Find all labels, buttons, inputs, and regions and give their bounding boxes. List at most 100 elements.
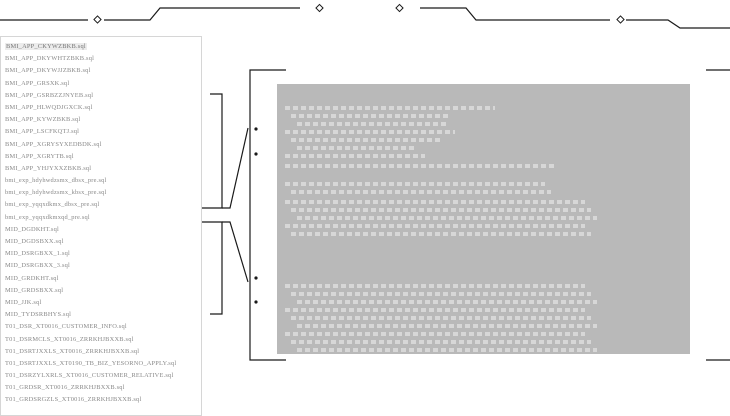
file-name: bmi_exp_hdyhwdzsmx_kbsx_pre.sql xyxy=(5,189,107,197)
diamond-marker xyxy=(93,15,102,24)
code-line-placeholder xyxy=(285,332,585,336)
code-preview-panel xyxy=(277,84,690,354)
file-list-item[interactable]: bmi_exp_yqqxdkmx_dbsx_pre.sql xyxy=(1,199,201,211)
file-name: T01_DSRMCLS_XT0016_ZRRKHJBXXB.sql xyxy=(5,335,134,343)
bracket-top xyxy=(200,93,223,209)
node-dot xyxy=(254,300,258,304)
code-line-placeholder xyxy=(291,232,591,236)
file-list-item[interactable]: BMI_APP_XGRYTB.sql xyxy=(1,151,201,163)
diamond-marker xyxy=(395,3,404,13)
code-line-placeholder xyxy=(285,130,455,134)
node-dot xyxy=(254,152,258,156)
file-name: BMI_APP_DKYWJJZBKB.sql xyxy=(5,67,91,75)
file-name: MID_GRDSBXX.sql xyxy=(5,286,64,294)
code-line-placeholder xyxy=(285,224,585,228)
code-line-placeholder xyxy=(297,300,597,304)
file-name: MID_TYDSRBHYS.sql xyxy=(5,311,72,319)
code-line-placeholder xyxy=(285,106,495,110)
file-name: MID_JJK.sql xyxy=(5,298,42,306)
file-name: BMI_APP_XGRYTB.sql xyxy=(5,152,74,160)
file-name: T01_GRDSR_XT0016_ZRRKHJBXXB.sql xyxy=(5,384,125,392)
file-name: BMI_APP_DKYWHTZBKB.sql xyxy=(5,55,95,63)
code-line-placeholder xyxy=(285,164,555,168)
connector-upper xyxy=(222,127,249,209)
top-border-center xyxy=(420,7,610,21)
file-list-item[interactable]: MID_DGDSBXX.sql xyxy=(1,236,201,248)
file-list-item[interactable]: MID_DSRGBXX_1.sql xyxy=(1,248,201,260)
code-line-placeholder xyxy=(291,340,591,344)
file-name: T01_DSRTJXXLS_XT0016_ZRRKHJBXXB.sql xyxy=(5,347,140,355)
file-list-item[interactable]: T01_GRDSRGZLS_XT0016_ZRRKHJBXXB.sql xyxy=(1,394,201,406)
file-list-item[interactable]: bmi_exp_hdyhwdzsmx_dbsx_pre.sql xyxy=(1,175,201,187)
file-name: bmi_exp_yqqxdkmxqd_pre.sql xyxy=(5,213,90,221)
node-dot xyxy=(254,127,258,131)
code-frame-left xyxy=(249,69,286,361)
file-list-item[interactable]: bmi_exp_hdyhwdzsmx_kbsx_pre.sql xyxy=(1,187,201,199)
file-list-item[interactable]: MID_DSRGBXX_3.sql xyxy=(1,260,201,272)
code-line-placeholder xyxy=(291,292,591,296)
code-line-placeholder xyxy=(291,208,591,212)
file-list-item[interactable]: T01_GRDSR_XT0016_ZRRKHJBXXB.sql xyxy=(1,382,201,394)
file-list-item[interactable]: T01_DSRZYLXRLS_XT0016_CUSTOMER_RELATIVE.… xyxy=(1,370,201,382)
file-name: BMI_APP_GRSXK.sql xyxy=(5,79,70,87)
code-line-placeholder xyxy=(285,284,585,288)
file-list-item[interactable]: MID_JJK.sql xyxy=(1,297,201,309)
file-list-item[interactable]: MID_TYDSRBHYS.sql xyxy=(1,309,201,321)
file-list-item[interactable]: BMI_APP_DKYWJJZBKB.sql xyxy=(1,65,201,77)
file-name: bmi_exp_hdyhwdzsmx_dbsx_pre.sql xyxy=(5,177,107,185)
top-border-left-step xyxy=(104,7,300,21)
code-line-placeholder xyxy=(285,200,585,204)
file-list-item[interactable]: T01_DSRTJXXLS_XT0190_TB_BIZ_YESORNO_APPL… xyxy=(1,358,201,370)
file-list-item[interactable]: BMI_APP_HLWQDJGXCK.sql xyxy=(1,102,201,114)
code-line-placeholder xyxy=(291,190,551,194)
file-name: MID_DSRGBXX_1.sql xyxy=(5,250,71,258)
file-list-item[interactable]: BMI_APP_KYWZBKB.sql xyxy=(1,114,201,126)
file-list-item[interactable]: BMI_APP_LSCFKQTJ.sql xyxy=(1,126,201,138)
file-name: BMI_APP_LSCFKQTJ.sql xyxy=(5,128,80,136)
file-list-item[interactable]: T01_DSR_XT0016_CUSTOMER_INFO.sql xyxy=(1,321,201,333)
file-name: MID_GRDKHT.sql xyxy=(5,274,59,282)
file-name: BMI_APP_YHJYXXZBKB.sql xyxy=(5,164,92,172)
file-name: MID_DGDKHT.sql xyxy=(5,225,59,233)
code-line-placeholder xyxy=(297,324,597,328)
file-name: MID_DSRGBXX_3.sql xyxy=(5,262,71,270)
code-line-placeholder xyxy=(285,308,585,312)
code-line-placeholder xyxy=(291,114,451,118)
file-name: bmi_exp_yqqxdkmx_dbsx_pre.sql xyxy=(5,201,100,209)
file-list-item[interactable]: T01_DSRMCLS_XT0016_ZRRKHJBXXB.sql xyxy=(1,334,201,346)
file-name: BMI_APP_GSRBZZJNYEB.sql xyxy=(5,91,94,99)
file-name: T01_DSR_XT0016_CUSTOMER_INFO.sql xyxy=(5,323,127,331)
top-border-right xyxy=(626,19,730,29)
file-name: BMI_APP_CKYWZBKB.sql xyxy=(5,43,87,50)
file-list-item[interactable]: BMI_APP_XGRYSYXEDBDK.sql xyxy=(1,139,201,151)
code-line-placeholder xyxy=(285,182,545,186)
code-line-placeholder xyxy=(297,122,447,126)
file-name: BMI_APP_XGRYSYXEDBDK.sql xyxy=(5,140,102,148)
file-list-item[interactable]: BMI_APP_YHJYXXZBKB.sql xyxy=(1,163,201,175)
code-line-placeholder xyxy=(297,216,597,220)
file-list-item[interactable]: MID_DGDKHT.sql xyxy=(1,224,201,236)
file-name: MID_DGDSBXX.sql xyxy=(5,238,64,245)
file-list-item[interactable]: BMI_APP_GRSXK.sql xyxy=(1,78,201,90)
code-line-placeholder xyxy=(285,154,425,158)
file-list-item[interactable]: MID_GRDKHT.sql xyxy=(1,273,201,285)
file-list-item[interactable]: BMI_APP_CKYWZBKB.sql xyxy=(1,41,201,53)
code-line-placeholder xyxy=(297,146,417,150)
file-name: T01_DSRTJXXLS_XT0190_TB_BIZ_YESORNO_APPL… xyxy=(5,359,177,367)
file-name: BMI_APP_HLWQDJGXCK.sql xyxy=(5,103,93,111)
code-line-placeholder xyxy=(291,316,591,320)
node-dot xyxy=(254,276,258,280)
diamond-marker xyxy=(616,15,625,24)
file-list-item[interactable]: BMI_APP_GSRBZZJNYEB.sql xyxy=(1,90,201,102)
code-line-placeholder xyxy=(291,138,441,142)
file-list-item[interactable]: MID_GRDSBXX.sql xyxy=(1,285,201,297)
file-list-item[interactable]: T01_DSRTJXXLS_XT0016_ZRRKHJBXXB.sql xyxy=(1,346,201,358)
file-name: T01_DSRZYLXRLS_XT0016_CUSTOMER_RELATIVE.… xyxy=(5,372,174,380)
file-name: T01_GRDSRGZLS_XT0016_ZRRKHJBXXB.sql xyxy=(5,396,142,404)
diamond-marker xyxy=(315,3,324,13)
file-list-item[interactable]: bmi_exp_yqqxdkmxqd_pre.sql xyxy=(1,212,201,224)
file-list-item[interactable]: BMI_APP_DKYWHTZBKB.sql xyxy=(1,53,201,65)
